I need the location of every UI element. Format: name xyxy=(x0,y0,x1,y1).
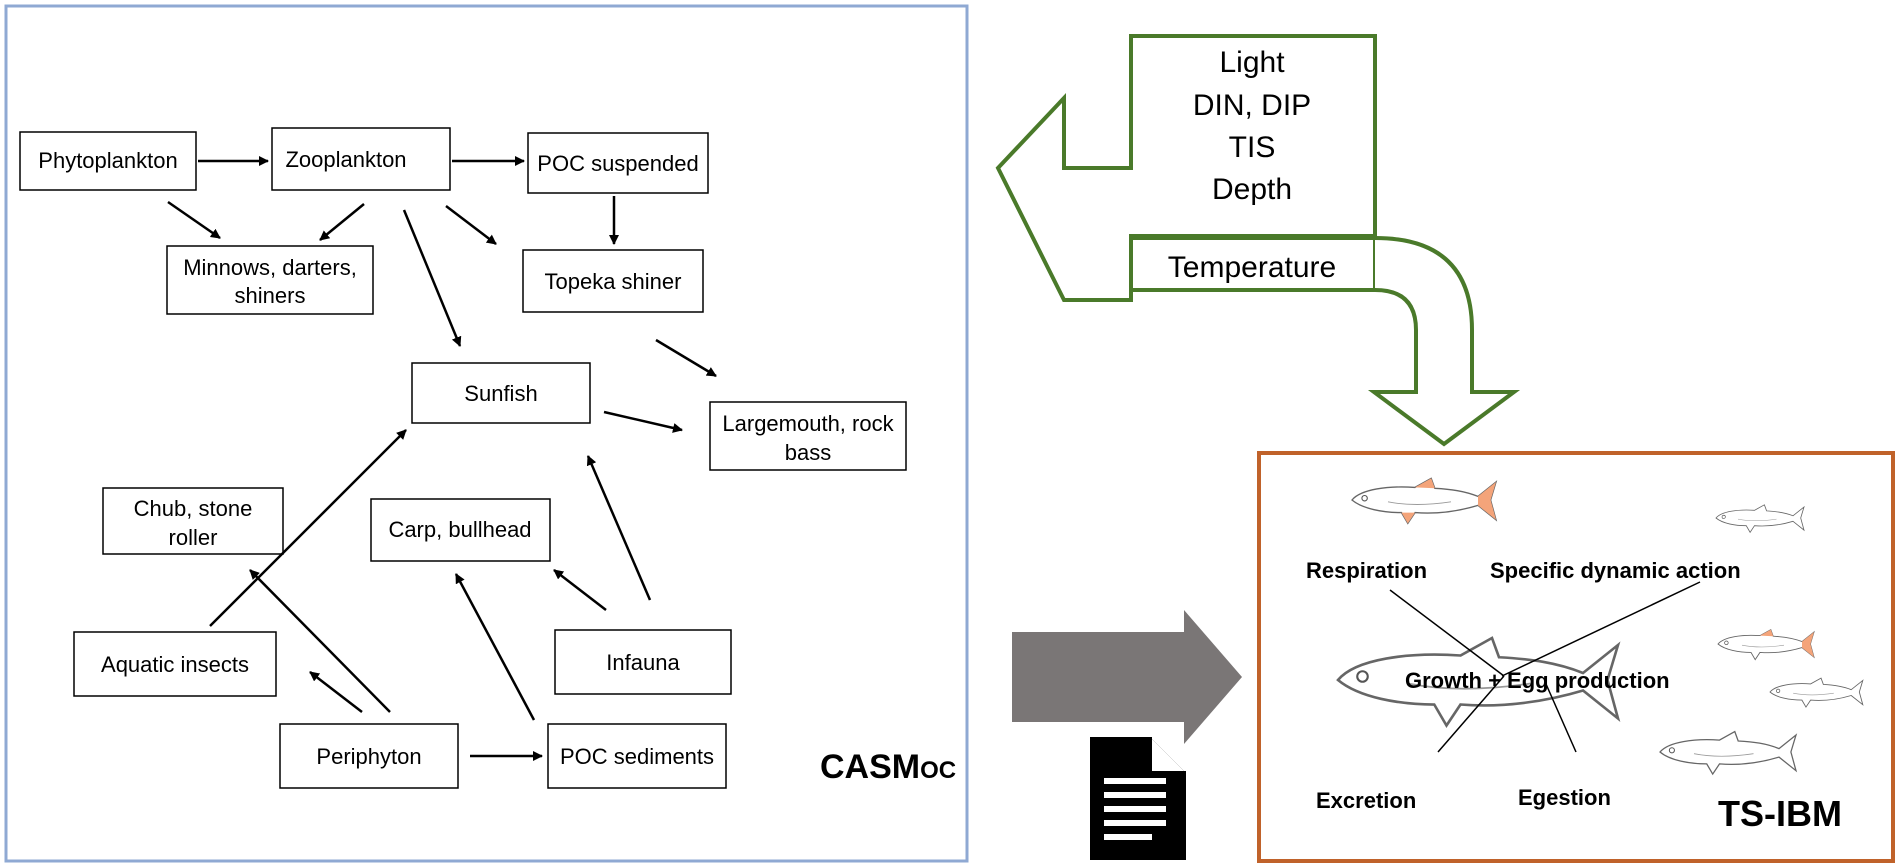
growth-label: Growth + Egg production xyxy=(1405,668,1670,693)
node-minnows: Minnows, darters, shiners xyxy=(166,245,374,315)
process-lines xyxy=(1389,581,1701,753)
node-aquatic-insects: Aquatic insects xyxy=(73,631,277,697)
arrow-zoo-topeka xyxy=(445,205,497,245)
arrow-pocsed-carp xyxy=(454,573,536,721)
arrow-infauna-sunfish xyxy=(586,455,652,601)
node-poc-sediments-label: POC sediments xyxy=(560,744,714,769)
egestion-label: Egestion xyxy=(1518,785,1611,810)
node-minnows-label-2: shiners xyxy=(235,283,306,308)
node-topeka-shiner-label: Topeka shiner xyxy=(545,269,682,294)
temperature-box xyxy=(1129,236,1377,292)
arrow-zoo-minnows xyxy=(319,203,365,241)
food-web-arrows xyxy=(167,156,717,761)
node-poc-suspended: POC suspended xyxy=(527,132,709,194)
node-periphyton-label: Periphyton xyxy=(316,744,421,769)
forcing-item-0: Light xyxy=(1219,46,1285,79)
ibm-label: TS-IBM xyxy=(1718,793,1842,834)
respiration-label: Respiration xyxy=(1306,558,1427,583)
excretion-label: Excretion xyxy=(1316,788,1416,813)
document-icon xyxy=(1090,737,1186,860)
casm-label: CASMOC xyxy=(820,748,956,786)
fish-mid-right-icon xyxy=(1717,629,1815,661)
node-zooplankton-label: Zooplankton xyxy=(285,147,406,172)
node-phytoplankton-label: Phytoplankton xyxy=(38,148,177,173)
node-sunfish-label: Sunfish xyxy=(464,381,537,406)
forcing-left-arrow xyxy=(995,34,1377,302)
node-chub-label-2: roller xyxy=(169,525,218,550)
forcing-item-3: Depth xyxy=(1212,173,1292,206)
arrow-topeka-largemouth xyxy=(655,338,717,378)
arrow-sunfish-largemouth xyxy=(603,410,683,433)
node-infauna: Infauna xyxy=(554,629,732,695)
node-poc-suspended-label: POC suspended xyxy=(537,151,698,176)
arrow-infauna-carp xyxy=(553,569,607,611)
forcing-item-1: DIN, DIP xyxy=(1193,89,1311,122)
node-topeka-shiner: Topeka shiner xyxy=(522,249,704,313)
node-chub-label-1: Chub, stone xyxy=(134,496,253,521)
node-infauna-label: Infauna xyxy=(606,650,680,675)
node-largemouth: Largemouth, rock bass xyxy=(709,401,907,471)
temperature-label: Temperature xyxy=(1168,251,1336,284)
node-sunfish: Sunfish xyxy=(411,362,591,424)
node-poc-sediments: POC sediments xyxy=(547,723,727,789)
temperature-down-arrow xyxy=(1367,236,1521,447)
node-minnows-label-1: Minnows, darters, xyxy=(183,255,357,280)
node-largemouth-label-2: bass xyxy=(785,440,831,465)
arrow-periphyton-chub xyxy=(249,569,391,713)
arrow-zoo-sunfish xyxy=(402,209,462,347)
node-carp: Carp, bullhead xyxy=(370,498,551,562)
node-zooplankton: Zooplankton xyxy=(271,127,451,191)
forcing-item-2: TIS xyxy=(1229,131,1276,164)
arrow-phyto-minnows xyxy=(167,200,221,240)
node-periphyton: Periphyton xyxy=(279,723,459,789)
node-carp-label: Carp, bullhead xyxy=(388,517,531,542)
node-largemouth-label-1: Largemouth, rock xyxy=(722,411,894,436)
gray-transfer-arrow xyxy=(1012,610,1242,744)
node-aquatic-insects-label: Aquatic insects xyxy=(101,652,249,677)
fish-top-left-icon xyxy=(1351,477,1497,525)
arrow-insects-sunfish xyxy=(209,429,407,627)
node-chub: Chub, stone roller xyxy=(102,487,284,555)
arrow-periphyton-insects xyxy=(309,671,363,713)
sda-label: Specific dynamic action xyxy=(1490,558,1741,583)
node-phytoplankton: Phytoplankton xyxy=(19,131,197,191)
